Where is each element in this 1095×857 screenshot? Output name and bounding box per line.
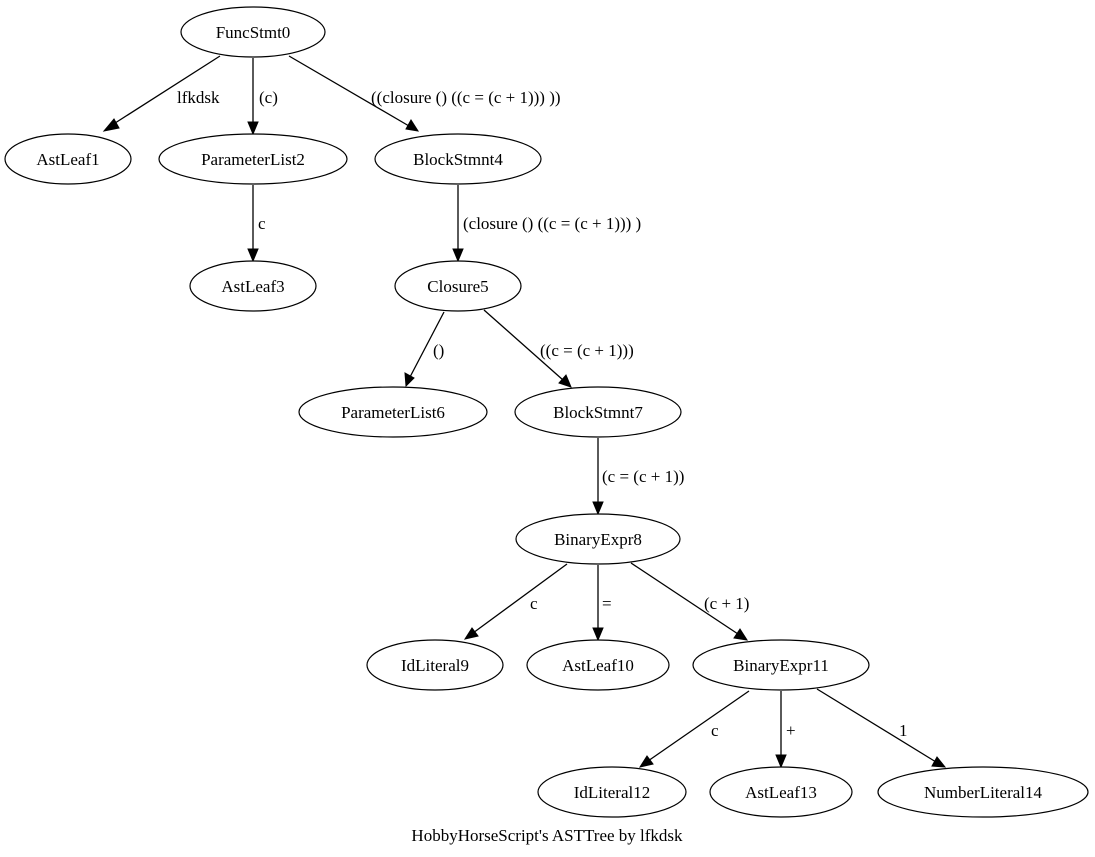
node-label-blockstmnt4: BlockStmnt4 [413, 150, 503, 169]
node-astleaf10: AstLeaf10 [526, 639, 670, 691]
node-parameterlist6: ParameterList6 [298, 386, 488, 438]
edge-binaryexpr8-astleaf10: = [592, 565, 612, 642]
node-label-astleaf13: AstLeaf13 [745, 783, 817, 802]
edge-label-closure: (closure () ((c = (c + 1))) ) [463, 214, 641, 233]
node-astleaf1: AstLeaf1 [4, 133, 132, 185]
edge-closure5-parameterlist6: () [404, 311, 445, 388]
node-numberliteral14: NumberLiteral14 [877, 766, 1089, 818]
node-label-numberliteral14: NumberLiteral14 [924, 783, 1043, 802]
edge-binaryexpr8-idliteral9: c [463, 563, 568, 640]
node-label-astleaf10: AstLeaf10 [562, 656, 634, 675]
edge-funcstmt0-astleaf1: lfkdsk [102, 55, 221, 132]
node-astleaf3: AstLeaf3 [189, 260, 317, 312]
node-label-binaryexpr8: BinaryExpr8 [554, 530, 642, 549]
edge-label-c-plus-1: (c + 1) [704, 594, 749, 613]
edge-blockstmnt7-binaryexpr8: (c = (c + 1)) [592, 438, 684, 516]
node-astleaf13: AstLeaf13 [709, 766, 853, 818]
node-idliteral9: IdLiteral9 [366, 639, 504, 691]
node-label-blockstmnt7: BlockStmnt7 [553, 403, 643, 422]
node-binaryexpr8: BinaryExpr8 [515, 513, 681, 565]
node-parameterlist2: ParameterList2 [158, 133, 348, 185]
edge-label-block-body: ((c = (c + 1))) [540, 341, 634, 360]
node-label-astleaf1: AstLeaf1 [36, 150, 99, 169]
edge-label-empty-params: () [433, 341, 444, 360]
node-label-funcstmt0: FuncStmt0 [216, 23, 291, 42]
node-label-parameterlist2: ParameterList2 [201, 150, 305, 169]
edge-closure5-blockstmnt7: ((c = (c + 1))) [483, 309, 634, 388]
edge-binaryexpr11-idliteral12: c [638, 690, 750, 768]
edge-binaryexpr11-numberliteral14: 1 [816, 688, 947, 768]
edge-label-closure-block: ((closure () ((c = (c + 1))) )) [371, 88, 561, 107]
edge-label-equals: = [602, 594, 612, 613]
node-label-idliteral9: IdLiteral9 [401, 656, 469, 675]
edge-label-one: 1 [899, 721, 908, 740]
edge-label-c-leaf: c [258, 214, 266, 233]
diagram-caption: HobbyHorseScript's ASTTree by lfkdsk [411, 826, 683, 845]
edge-label-plus: + [786, 721, 796, 740]
edge-binaryexpr8-binaryexpr11: (c + 1) [630, 562, 749, 641]
edge-funcstmt0-parameterlist2: (c) [247, 58, 278, 136]
node-label-astleaf3: AstLeaf3 [221, 277, 284, 296]
node-label-binaryexpr11: BinaryExpr11 [733, 656, 829, 675]
edge-label-c-id: c [530, 594, 538, 613]
node-idliteral12: IdLiteral12 [537, 766, 687, 818]
node-label-closure5: Closure5 [427, 277, 488, 296]
edge-binaryexpr11-astleaf13: + [775, 691, 796, 769]
edge-label-assign-expr: (c = (c + 1)) [602, 467, 684, 486]
edge-blockstmnt4-closure5: (closure () ((c = (c + 1))) ) [452, 185, 641, 263]
edge-parameterlist2-astleaf3: c [247, 185, 266, 263]
edge-funcstmt0-blockstmnt4: ((closure () ((c = (c + 1))) )) [288, 55, 561, 132]
node-blockstmnt7: BlockStmnt7 [514, 386, 682, 438]
edge-label-c-id2: c [711, 721, 719, 740]
edge-label-lfkdsk: lfkdsk [177, 88, 220, 107]
node-binaryexpr11: BinaryExpr11 [692, 639, 870, 691]
edge-label-c-param: (c) [259, 88, 278, 107]
nodes-layer: FuncStmt0 AstLeaf1 ParameterList2 AstLea… [4, 6, 1089, 818]
node-closure5: Closure5 [394, 260, 522, 312]
node-label-parameterlist6: ParameterList6 [341, 403, 445, 422]
node-funcstmt0: FuncStmt0 [180, 6, 326, 58]
node-blockstmnt4: BlockStmnt4 [374, 133, 542, 185]
edges-layer: lfkdsk (c) ((closure () ((c = (c + 1))) … [102, 55, 947, 769]
node-label-idliteral12: IdLiteral12 [574, 783, 650, 802]
